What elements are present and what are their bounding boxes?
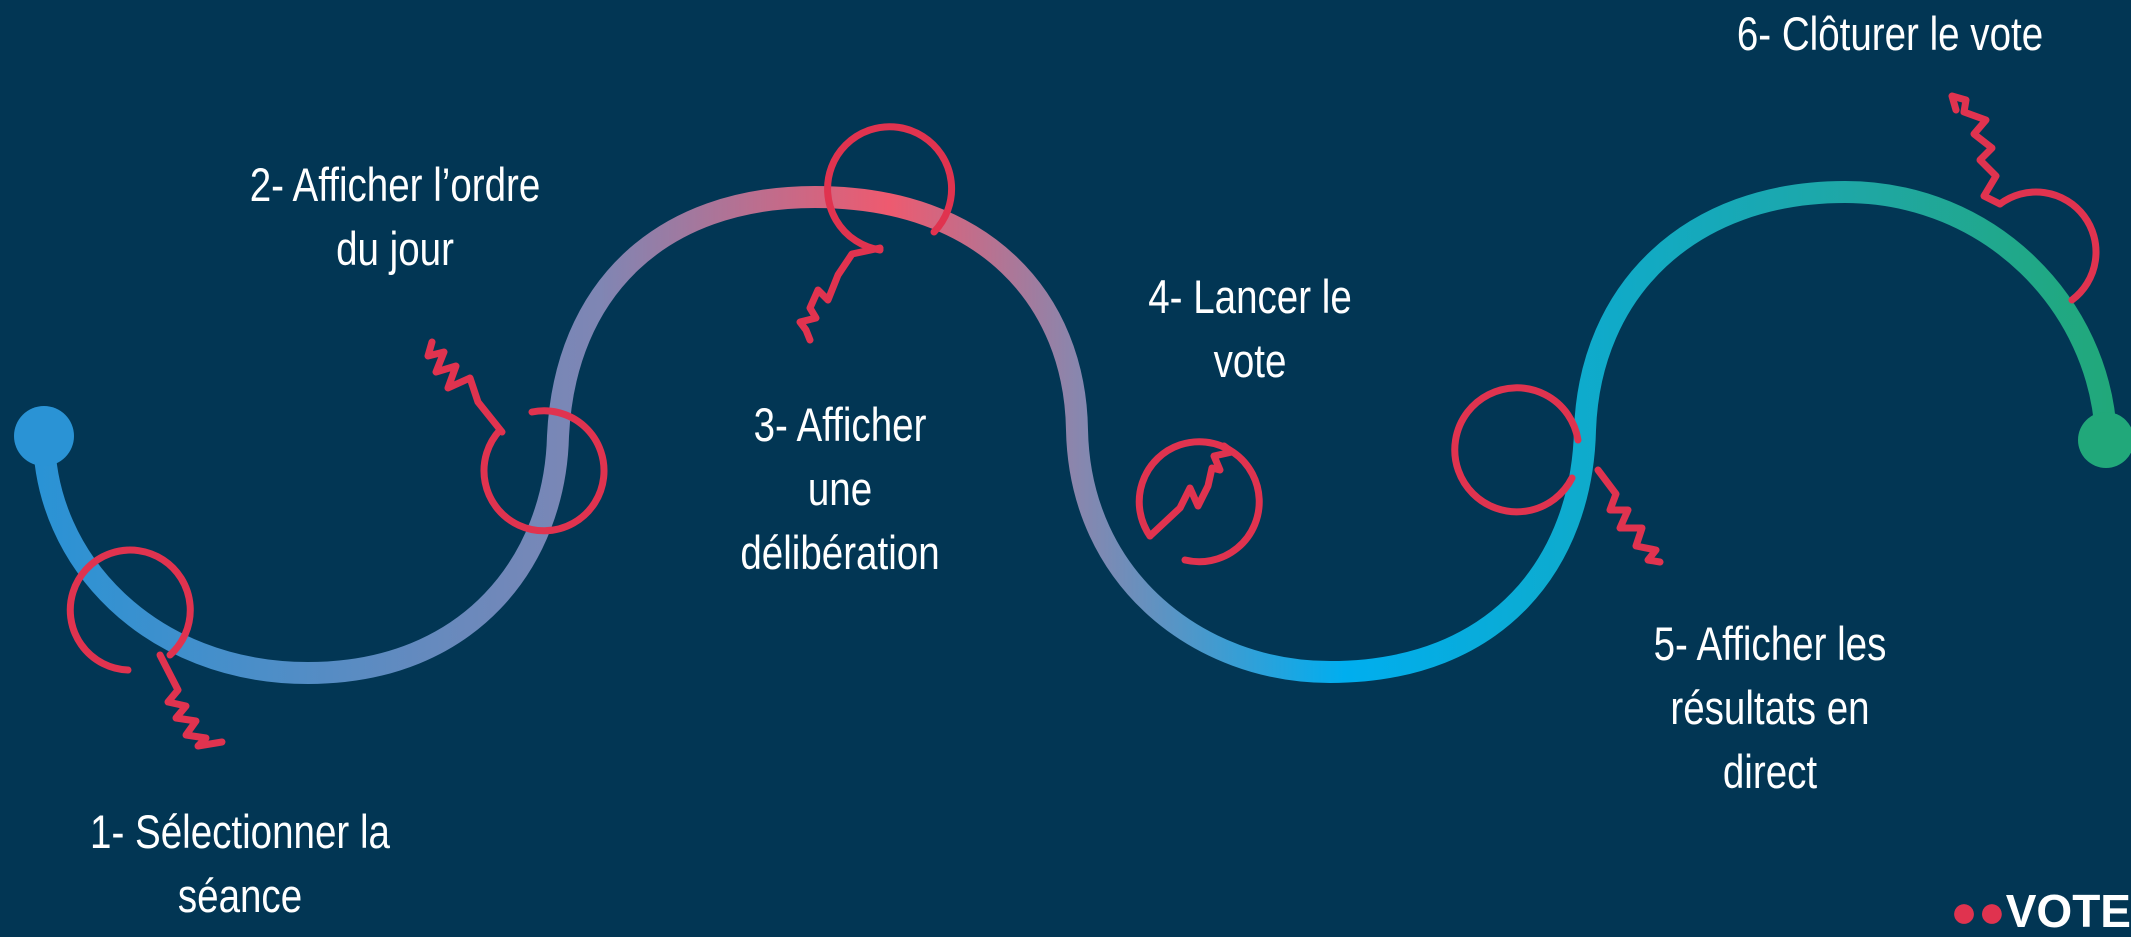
process-path xyxy=(33,180,2117,685)
loop-squiggle-icon xyxy=(1451,384,1664,566)
brand-logo: ●●VOTE xyxy=(1950,888,2131,934)
start-node xyxy=(14,406,74,466)
step-5-label: 5- Afficher les résultats en direct xyxy=(1653,617,1887,798)
step-1-label: 1- Sélectionner la séance xyxy=(90,805,390,922)
loop-squiggle-icon xyxy=(66,546,226,750)
step-4-label: 4- Lancer le vote xyxy=(1148,270,1352,387)
loop-squiggle-icon xyxy=(1135,438,1263,566)
logo-text: VOTE xyxy=(2005,885,2131,937)
step-6-label: 6- Clôturer le vote xyxy=(1736,7,2044,60)
process-diagram xyxy=(14,92,2131,750)
loop-squiggle-icon xyxy=(1948,92,2100,304)
loop-squiggle-icon xyxy=(424,338,608,535)
loop-squiggle-icon xyxy=(796,123,956,344)
end-node xyxy=(2078,412,2131,468)
step-3-label: 3- Afficher une délibération xyxy=(740,398,940,579)
logo-mark-icon: ●● xyxy=(1950,885,2006,937)
step-2-label: 2- Afficher l’ordre du jour xyxy=(249,158,541,275)
